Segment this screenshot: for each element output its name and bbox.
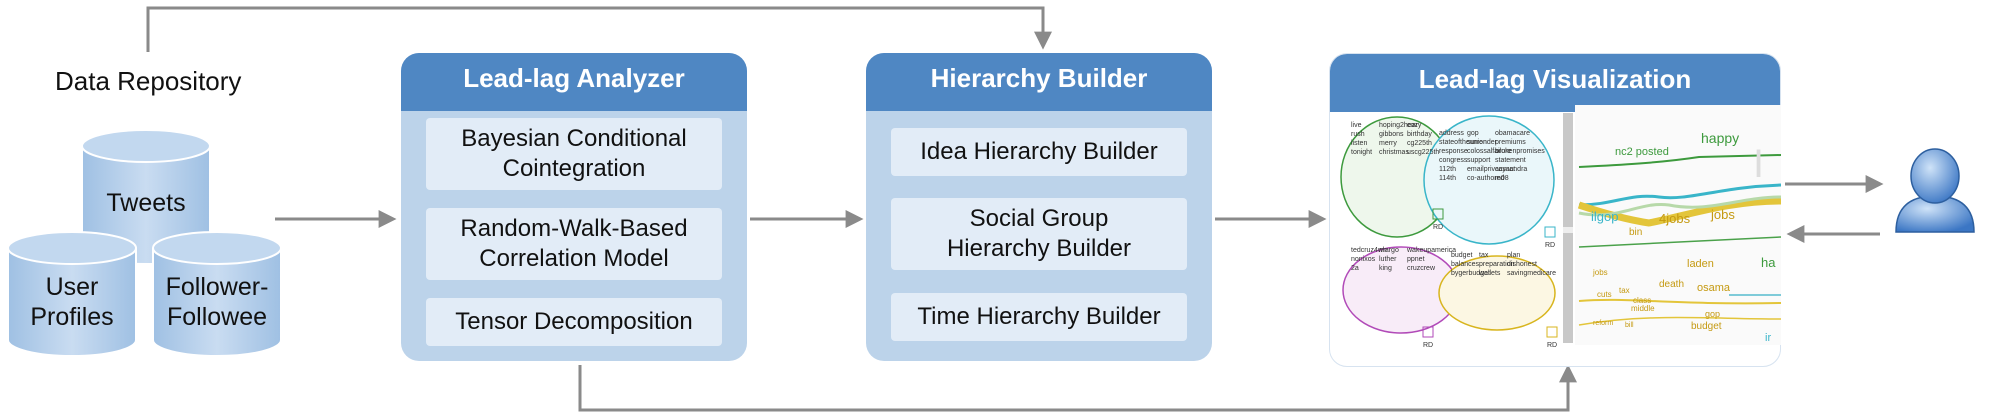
- svg-text:cuts: cuts: [1597, 290, 1612, 299]
- cluster-word: ppnet: [1407, 256, 1425, 263]
- cluster-word: emailprivacyact: [1467, 166, 1515, 173]
- svg-text:jobs: jobs: [1710, 207, 1735, 222]
- cluster-word: dishonest: [1507, 261, 1537, 268]
- svg-text:budget: budget: [1691, 321, 1722, 332]
- panel-lead-lag-analyzer: Lead-lag Analyzer Bayesian Conditional C…: [401, 53, 747, 361]
- svg-text:reform: reform: [1593, 320, 1613, 327]
- cluster-word: listen: [1351, 140, 1367, 147]
- cluster-word: wakeupamerica: [1406, 247, 1456, 254]
- cluster-word: savingmedicare: [1507, 270, 1556, 277]
- database-label-follower-followee: Follower- Followee: [165, 273, 269, 331]
- item-random-walk-correlation: Random-Walk-Based Correlation Model: [426, 208, 722, 280]
- cluster-word: tax: [1479, 252, 1489, 259]
- panel-title: Hierarchy Builder: [866, 53, 1212, 111]
- cluster-word: 114th: [1439, 175, 1456, 182]
- cluster-word: gibbons: [1379, 131, 1404, 138]
- item-bayesian-conditional-cointegration: Bayesian Conditional Cointegration: [426, 118, 722, 190]
- cluster-word: rush: [1351, 131, 1365, 138]
- svg-text:I: I: [1753, 142, 1764, 186]
- cluster-word: surrender: [1467, 139, 1498, 146]
- svg-text:RD: RD: [1547, 342, 1557, 349]
- svg-text:jobs: jobs: [1592, 268, 1608, 277]
- cluster-word: brokenpromises: [1495, 148, 1545, 155]
- svg-text:4jobs: 4jobs: [1659, 211, 1691, 226]
- cluster-word: uscg225th: [1407, 149, 1439, 156]
- cluster-word: bygerbudget: [1451, 270, 1490, 277]
- svg-text:nc2 posted: nc2 posted: [1615, 146, 1669, 158]
- cluster-word: congress: [1439, 157, 1468, 164]
- cluster-word: cruzcrew: [1407, 265, 1436, 272]
- cluster-word: co-authored: [1467, 175, 1504, 182]
- cluster-word: margo: [1379, 247, 1399, 254]
- cluster-word: premiums: [1495, 139, 1526, 146]
- svg-text:RD: RD: [1423, 342, 1433, 349]
- item-social-group-hierarchy-builder: Social Group Hierarchy Builder: [891, 198, 1187, 270]
- lead-lag-visualization-screenshot: live rush listen tonight hoping2hear gibbons m…: [1340, 105, 1781, 349]
- cluster-word: cozy: [1407, 122, 1422, 129]
- cluster-word: balances: [1451, 261, 1480, 268]
- svg-text:bin: bin: [1629, 227, 1642, 238]
- svg-text:middle: middle: [1631, 304, 1655, 313]
- cluster-word: plan: [1507, 252, 1520, 259]
- repository-title: Data Repository: [55, 66, 242, 96]
- svg-text:ha: ha: [1761, 255, 1776, 270]
- database-label-user-profiles: User Profiles: [30, 273, 114, 331]
- panel-hierarchy-builder: Hierarchy Builder Idea Hierarchy Builder…: [866, 53, 1212, 361]
- stream-words: nc2 posted happy ilgop 4jobs jobs bin la…: [1591, 130, 1776, 344]
- svg-text:bill: bill: [1625, 322, 1634, 329]
- svg-text:class: class: [1633, 296, 1651, 305]
- svg-text:RD: RD: [1433, 224, 1443, 231]
- svg-text:death: death: [1659, 279, 1684, 290]
- database-user-profiles: [7, 231, 137, 357]
- cluster-word: cassandra: [1495, 166, 1527, 173]
- cluster-word: wallets: [1478, 270, 1501, 277]
- svg-text:RD: RD: [1545, 242, 1555, 249]
- cluster-word: budget: [1451, 252, 1472, 259]
- svg-text:tax: tax: [1619, 286, 1630, 295]
- cluster-word: gop: [1467, 130, 1479, 137]
- svg-text:laden: laden: [1687, 258, 1714, 270]
- svg-text:happy: happy: [1701, 130, 1739, 146]
- svg-text:gop: gop: [1705, 309, 1720, 319]
- cluster-word: christmas: [1379, 149, 1409, 156]
- database-follower-followee: [152, 231, 282, 357]
- item-idea-hierarchy-builder: Idea Hierarchy Builder: [891, 128, 1187, 176]
- cluster-word: tedcruz4wh: [1351, 247, 1387, 254]
- cluster-word: luther: [1379, 256, 1397, 263]
- cluster-word: colossalfailure: [1467, 148, 1511, 155]
- cluster-word: live: [1351, 122, 1362, 129]
- panel-title: Lead-lag Visualization: [1330, 54, 1780, 112]
- arrow-repo-to-hierarchy: [146, 6, 1052, 52]
- svg-text:osama: osama: [1697, 282, 1731, 294]
- cluster-word: hoping2hear: [1379, 122, 1419, 129]
- cluster-word: statement: [1495, 157, 1526, 164]
- cluster-word: obamacare: [1495, 130, 1530, 137]
- arrow-analyzer-to-viz: [578, 364, 1577, 412]
- cluster-word: birthday: [1407, 131, 1432, 138]
- cluster-word: response: [1439, 148, 1468, 155]
- item-time-hierarchy-builder: Time Hierarchy Builder: [891, 293, 1187, 341]
- item-tensor-decomposition: Tensor Decomposition: [426, 298, 722, 346]
- cluster-word: merry: [1379, 140, 1397, 147]
- cluster-word: 112th: [1439, 166, 1456, 173]
- cluster-word: 2a: [1351, 265, 1359, 272]
- cluster-word: stateoftheunion: [1439, 139, 1487, 146]
- cluster-word: cg225th: [1407, 140, 1432, 147]
- cluster-word: m08: [1495, 175, 1509, 182]
- rd-badges: RD RD RD RD: [1422, 208, 1558, 349]
- cluster-word: preparation: [1479, 261, 1515, 268]
- cluster-word: support: [1467, 157, 1490, 164]
- cluster-cyan: [1423, 115, 1555, 245]
- cluster-yellow: [1438, 255, 1556, 331]
- svg-text:ir: ir: [1765, 332, 1771, 344]
- svg-text:ilgop: ilgop: [1591, 209, 1618, 224]
- cluster-word: tonight: [1351, 149, 1372, 156]
- cluster-word: address: [1439, 130, 1464, 137]
- cluster-word: nonixos: [1351, 256, 1376, 263]
- cluster-word: king: [1379, 265, 1392, 272]
- user-avatar-icon: [1895, 148, 1975, 233]
- database-label-tweets: Tweets: [106, 189, 186, 217]
- panel-title: Lead-lag Analyzer: [401, 53, 747, 111]
